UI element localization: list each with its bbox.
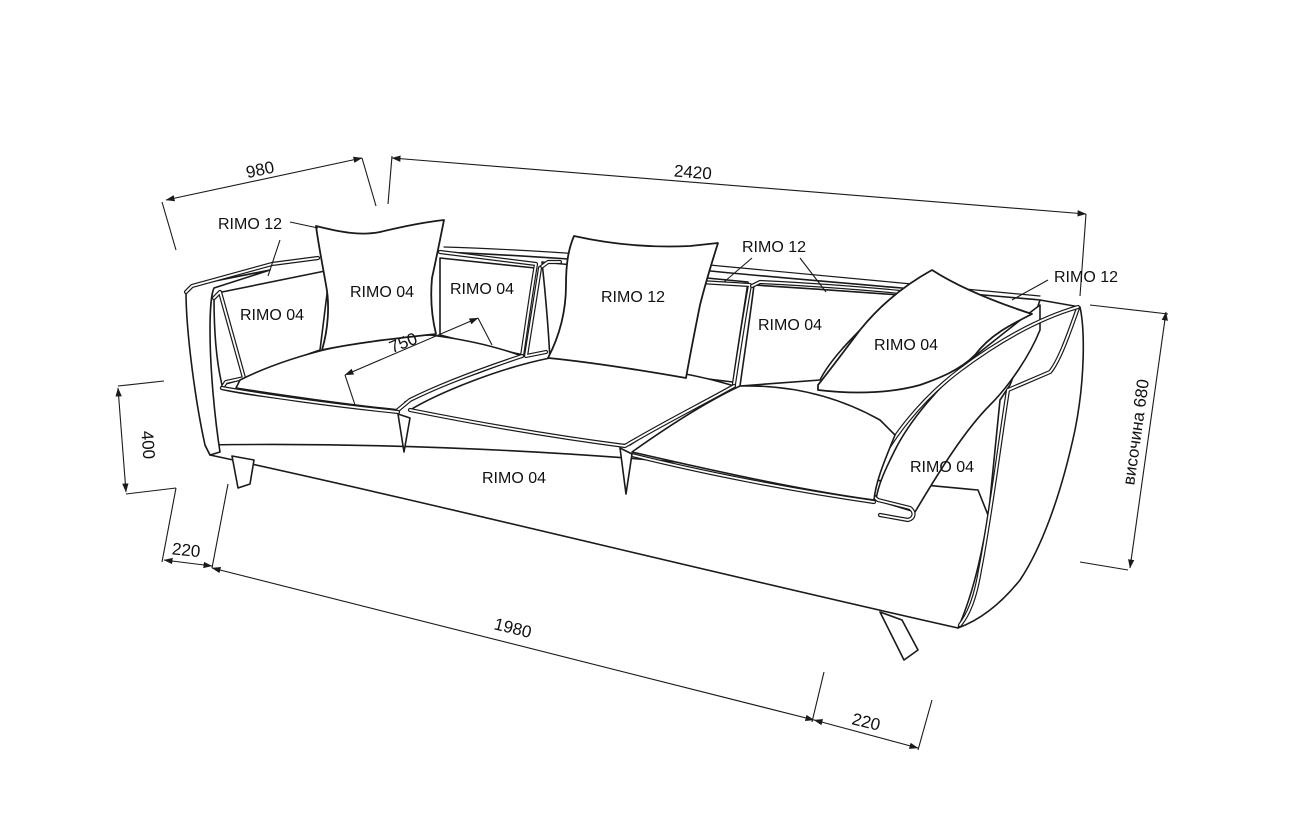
dim-width-ext-right bbox=[1079, 213, 1087, 297]
seat-cushion-center-pipe-inner bbox=[409, 385, 735, 447]
label-back-cushion-right: RIMO 04 bbox=[758, 317, 822, 334]
left-arm-top-pipe-inner bbox=[185, 257, 319, 293]
dim-seatdepth-line bbox=[344, 317, 479, 376]
right-arm-outer bbox=[957, 299, 1085, 629]
dim-width-line bbox=[391, 155, 1087, 217]
back-cushion-right bbox=[739, 284, 901, 387]
seat-cushion-right-pipe-inner bbox=[631, 454, 875, 503]
seat-cushion-left-pipe-inner bbox=[397, 355, 523, 411]
label-pillow-right: RIMO 04 bbox=[874, 337, 938, 354]
pillow-left bbox=[315, 219, 445, 351]
label-back-top-center: RIMO 12 bbox=[742, 239, 806, 256]
dim-leg-offset-left-value: 220 bbox=[171, 539, 201, 561]
left-arm-outer bbox=[185, 269, 271, 456]
leader-back-top-2 bbox=[799, 257, 827, 293]
dim-depth-line bbox=[165, 156, 363, 202]
label-right-arm-inner: RIMO 04 bbox=[910, 459, 974, 476]
dim-seatdepth-ext-left bbox=[344, 374, 356, 406]
dim-seat-height-value: 400 bbox=[137, 430, 158, 460]
pillow-center bbox=[547, 235, 719, 379]
dim-legleft-line bbox=[163, 557, 213, 569]
seat-separator-1 bbox=[397, 413, 411, 453]
dim-legleft-ext-1 bbox=[161, 487, 177, 563]
dim-width-ext-left bbox=[387, 155, 393, 205]
leader-arm-top-right bbox=[1011, 279, 1049, 301]
dim-legspan-line bbox=[211, 567, 815, 721]
dim-width-value: 2420 bbox=[673, 161, 712, 183]
dim-seatdepth-ext-right bbox=[477, 317, 493, 346]
dim-height-line bbox=[1128, 311, 1168, 569]
back-cushion-center-pipe-inner bbox=[539, 261, 751, 385]
leg-front-right bbox=[879, 611, 919, 661]
dim-seat-line bbox=[115, 387, 129, 493]
dim-seat-ext-bottom bbox=[125, 487, 177, 495]
leader-back-top-1 bbox=[723, 257, 753, 283]
label-pillow-left: RIMO 04 bbox=[350, 284, 414, 301]
label-arm-top-right: RIMO 12 bbox=[1054, 269, 1118, 286]
pillow-right bbox=[817, 269, 1033, 394]
label-base-front: RIMO 04 bbox=[482, 470, 546, 487]
seat-separator-2 bbox=[619, 447, 633, 495]
dimension-lines bbox=[115, 155, 1169, 751]
dim-depth-ext-left bbox=[161, 201, 177, 251]
seat-cushion-right bbox=[631, 385, 896, 501]
leader-arm-top-left-v bbox=[267, 239, 281, 277]
dim-seat-ext-top bbox=[117, 380, 165, 387]
pillows bbox=[315, 219, 1033, 394]
back-cushion-center-left-pipe-inner bbox=[525, 267, 547, 357]
leader-arm-top-left-h bbox=[289, 221, 319, 229]
label-pillow-center: RIMO 12 bbox=[601, 289, 665, 306]
dim-legright-line bbox=[813, 719, 919, 749]
back-cushion-right-pipe-inner bbox=[751, 281, 901, 293]
dim-depth-value: 980 bbox=[244, 158, 276, 182]
dim-height-value: височина 680 bbox=[1119, 378, 1153, 486]
label-left-arm-inner: RIMO 04 bbox=[240, 307, 304, 324]
legs bbox=[231, 455, 919, 661]
dim-height-ext-top bbox=[1089, 304, 1169, 315]
dim-legleft-ext-2 bbox=[211, 483, 229, 569]
leg-front-left bbox=[231, 455, 255, 489]
label-back-cushion-left: RIMO 04 bbox=[450, 281, 514, 298]
right-arm-front-pipe-inner bbox=[959, 307, 1079, 626]
dim-legspan-ext-right bbox=[811, 671, 825, 723]
dim-height-ext-bottom bbox=[1079, 561, 1129, 571]
dim-depth-ext-right bbox=[361, 157, 377, 207]
material-labels: RIMO 12 RIMO 04 RIMO 04 RIMO 04 RIMO 12 … bbox=[218, 216, 1118, 487]
dim-legright-ext bbox=[917, 699, 933, 751]
leader-lines bbox=[267, 221, 1049, 301]
back-cushion-left-pipe-inner bbox=[439, 251, 537, 357]
seat-front-pipe-left-inner bbox=[221, 387, 399, 413]
dim-leg-span-value: 1980 bbox=[492, 614, 533, 642]
label-arm-top-left: RIMO 12 bbox=[218, 216, 282, 233]
